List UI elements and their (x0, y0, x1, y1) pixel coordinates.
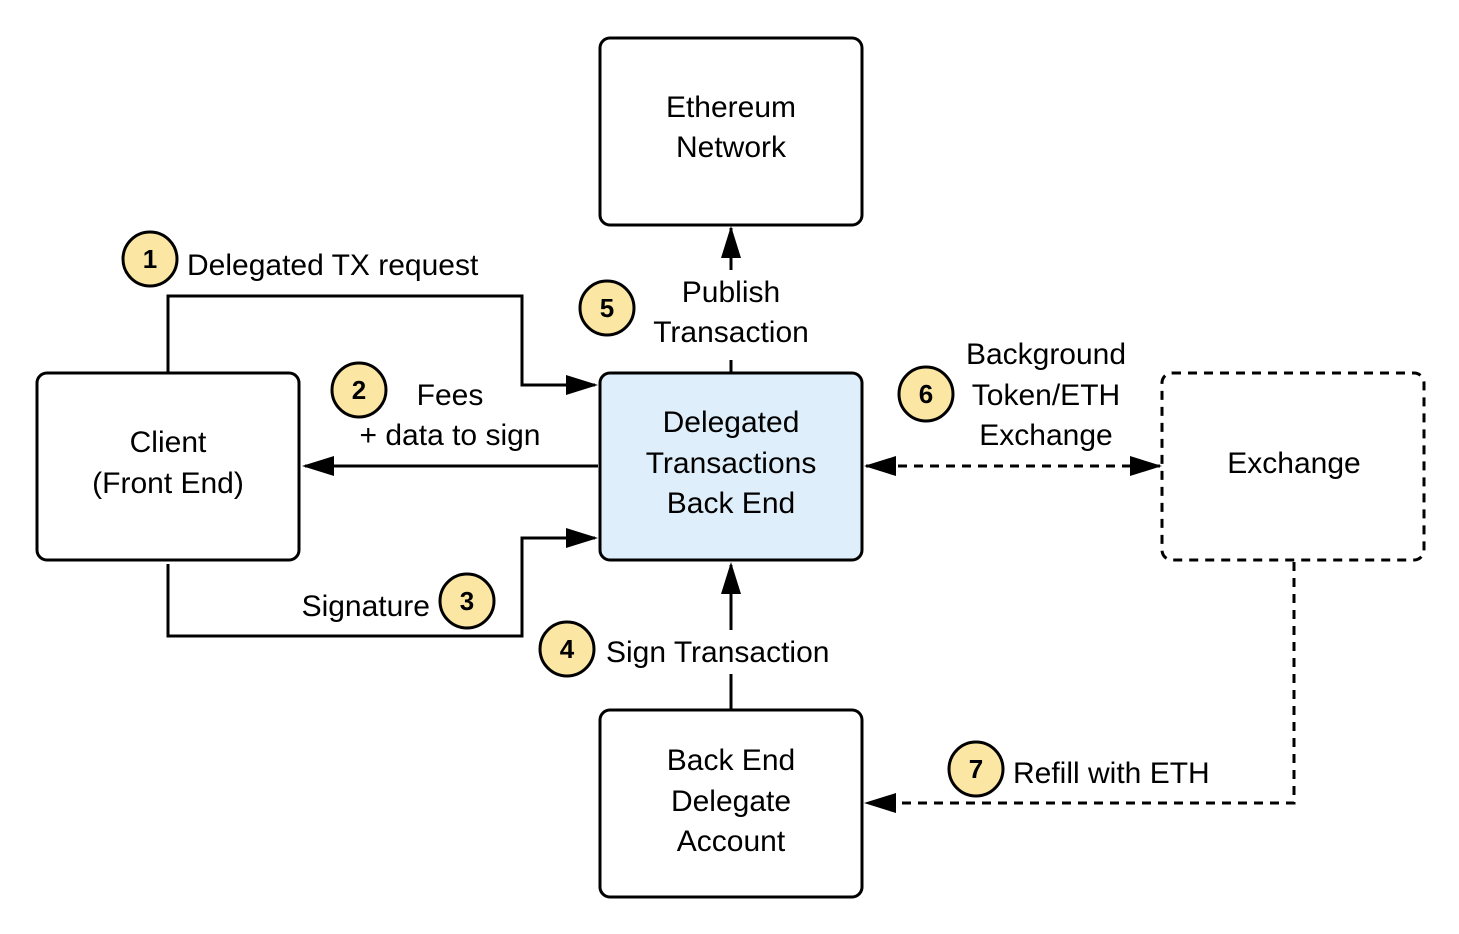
step-number-6: 6 (919, 379, 933, 409)
node-backend-line-0: Delegated (663, 406, 800, 439)
step-label-2-line-1: + data to sign (360, 419, 541, 452)
arrowhead-4 (721, 562, 741, 594)
step-badge-1 (121, 230, 179, 288)
step-badge-6 (897, 365, 955, 423)
arrowhead-2 (302, 456, 334, 476)
step-badge-2 (330, 361, 388, 419)
step-label-5-line-1: Transaction (653, 316, 809, 349)
step-label-7: Refill with ETH (1013, 757, 1210, 790)
step-4: 4 Sign Transaction (538, 620, 829, 678)
step-5: 5 Publish Transaction (578, 276, 809, 349)
step-number-1: 1 (143, 244, 157, 274)
edge-delegated-tx-request (166, 294, 595, 387)
step-1: 1 Delegated TX request (121, 230, 479, 288)
node-exchange-line-0: Exchange (1227, 447, 1360, 480)
step-number-4: 4 (560, 634, 575, 664)
step-label-1: Delegated TX request (187, 249, 479, 282)
arrowhead-1 (566, 375, 598, 395)
node-exchange[interactable]: Exchange (1160, 371, 1426, 562)
step-number-2: 2 (352, 375, 366, 405)
step-label-2-line-0: Fees (417, 379, 484, 412)
arrowhead-6-right (1130, 456, 1162, 476)
step-number-5: 5 (600, 293, 614, 323)
step-label-3: Signature (302, 590, 430, 623)
node-delegate-line-0: Back End (667, 744, 795, 777)
arrowhead-7 (864, 793, 896, 813)
node-backend-line-1: Transactions (646, 447, 817, 480)
step-label-6-line-0: Background (966, 338, 1126, 371)
node-ethereum-network[interactable]: Ethereum Network (598, 36, 864, 227)
step-badge-4 (538, 620, 596, 678)
node-client[interactable]: Client (Front End) (35, 371, 301, 562)
node-ethereum-line-1: Network (676, 131, 787, 164)
step-badge-5 (578, 279, 636, 337)
step-badge-7 (947, 740, 1005, 798)
arrowhead-5 (721, 226, 741, 258)
step-label-4: Sign Transaction (606, 636, 829, 669)
node-delegate-account[interactable]: Back End Delegate Account (598, 708, 864, 899)
node-delegate-line-2: Account (677, 825, 786, 858)
edge-refill (866, 562, 1296, 805)
step-number-3: 3 (460, 586, 474, 616)
node-client-line-0: Client (130, 426, 207, 459)
step-2: 2 Fees + data to sign (330, 361, 541, 452)
node-delegated-transactions-backend[interactable]: Delegated Transactions Back End (598, 371, 864, 562)
step-6: 6 Background Token/ETH Exchange (897, 338, 1126, 452)
step-number-7: 7 (969, 754, 983, 784)
node-delegate-line-1: Delegate (671, 785, 791, 818)
step-7: 7 Refill with ETH (947, 740, 1210, 798)
step-badge-3 (438, 572, 496, 630)
node-client-line-1: (Front End) (92, 467, 244, 500)
arrowhead-6-left (864, 456, 896, 476)
step-label-5-line-0: Publish (682, 276, 780, 309)
node-backend-line-2: Back End (667, 487, 795, 520)
step-label-6-line-1: Token/ETH (972, 379, 1120, 412)
step-label-6-line-2: Exchange (979, 419, 1112, 452)
edge-signature (166, 536, 595, 638)
arrowhead-3 (566, 528, 598, 548)
step-3: 3 Signature (302, 572, 496, 630)
node-ethereum-line-0: Ethereum (666, 91, 796, 124)
